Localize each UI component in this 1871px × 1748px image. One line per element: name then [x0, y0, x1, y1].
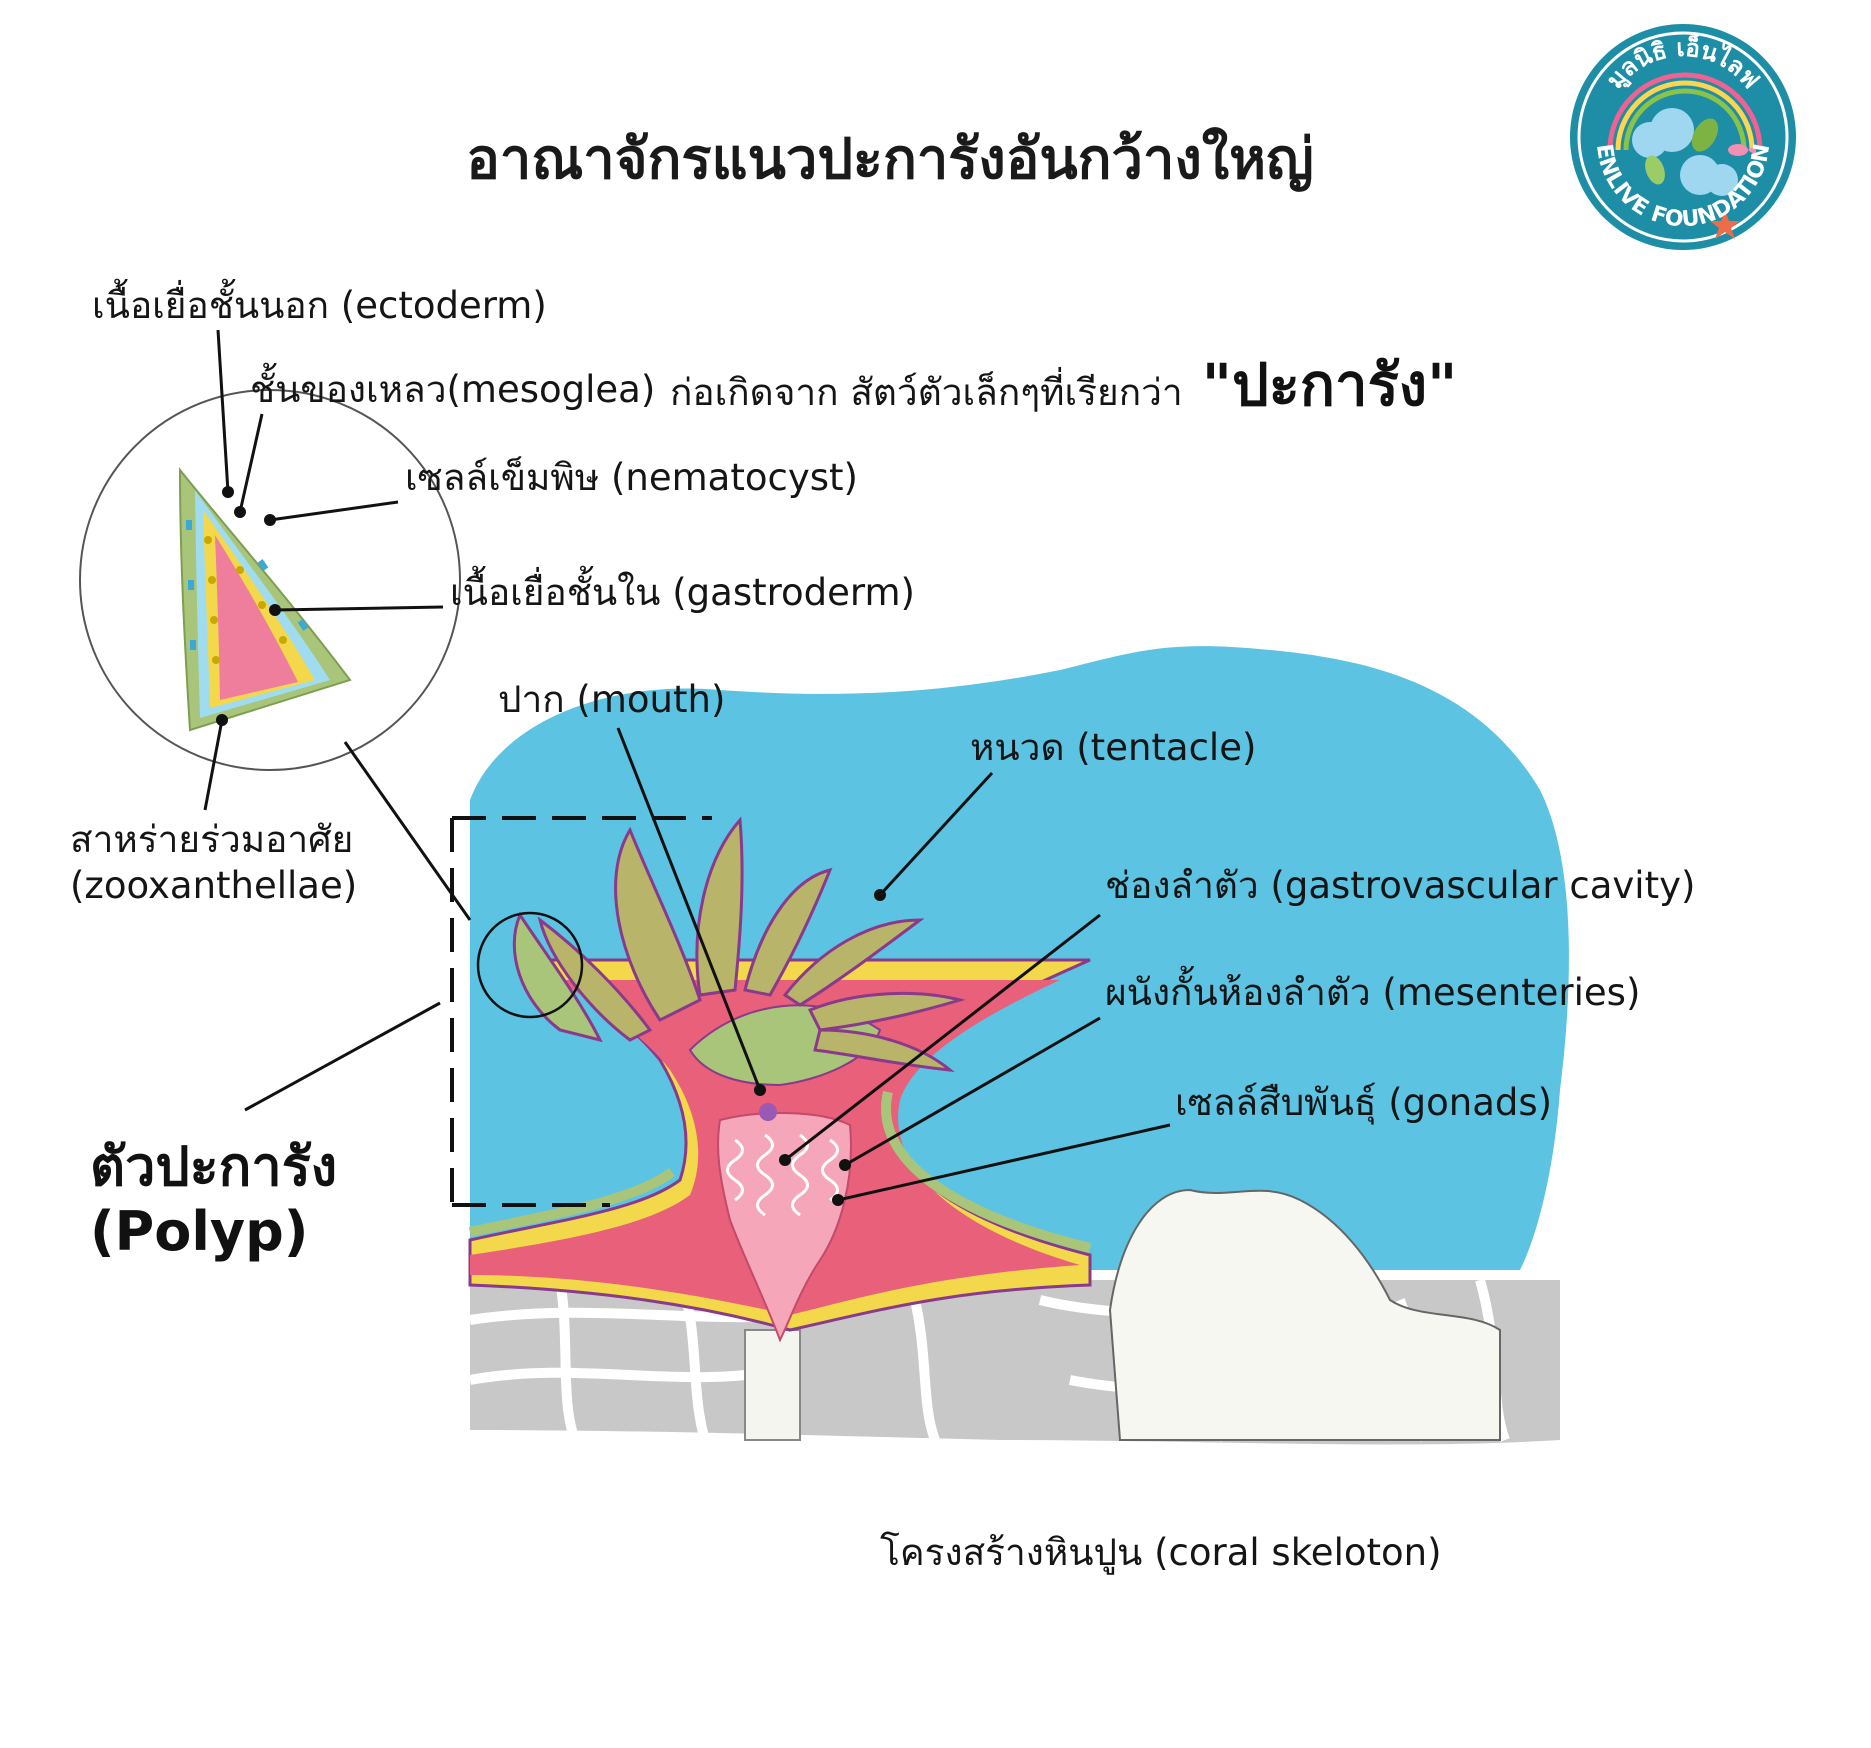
coral-skeleton: [469, 1188, 1560, 1445]
leader-nematocyst: [269, 500, 399, 522]
leader-mouth: [616, 727, 762, 1091]
dot-ectoderm: [222, 486, 234, 498]
leader-mesenteries: [844, 1016, 1101, 1167]
label-zooxanthellae-th: สาหร่ายร่วมอาศัย: [70, 818, 353, 861]
tissue-zoom-detail: [79, 389, 461, 771]
subtitle-lead: ก่อเกิดจาก สัตว์ตัวเล็กๆที่เรียกว่า: [670, 366, 1183, 414]
polyp-dashed-frame: [450, 816, 712, 1207]
leader-gastroderm: [274, 605, 444, 612]
dot-mouth: [754, 1084, 766, 1096]
label-mouth: ปาก (mouth): [498, 678, 725, 721]
logo-leaf-icon: [1645, 118, 1719, 185]
magnify-circle: [476, 911, 584, 1019]
dot-mesenteries: [839, 1159, 851, 1171]
label-tentacle: หนวด (tentacle): [970, 726, 1256, 769]
leader-zooxanthellae: [203, 719, 224, 811]
dot-mesoglea: [234, 506, 246, 518]
subtitle: ก่อเกิดจาก สัตว์ตัวเล็กๆที่เรียกว่า "ปะก…: [670, 351, 1457, 419]
label-mesoglea: ชั้นของเหลว(mesoglea): [250, 362, 655, 411]
tentacles: [512, 816, 966, 1072]
leader-gonads: [837, 1123, 1171, 1202]
coral-polyp: [468, 816, 1092, 1343]
label-polyp-en: (Polyp): [90, 1200, 308, 1263]
dot-gonads: [832, 1194, 844, 1206]
leader-polyp: [244, 1001, 441, 1112]
leader-ectoderm: [216, 329, 230, 493]
label-coral-skeleton: โครงสร้างหินปูน (coral skeloton): [880, 1531, 1442, 1575]
label-mesenteries: ผนังกั้นห้องลำตัว (mesenteries): [1105, 965, 1640, 1014]
dot-nematocyst: [264, 514, 276, 526]
dot-zooxanthellae: [216, 714, 228, 726]
dot-tentacle: [874, 889, 886, 901]
leader-cavity: [784, 913, 1101, 1162]
label-ectoderm: เนื้อเยื่อชั้นนอก (ectoderm): [92, 278, 547, 327]
logo-starfish-icon: [1710, 210, 1740, 239]
label-zooxanthellae-en: (zooxanthellae): [70, 864, 357, 907]
label-gastroderm: เนื้อเยื่อชั้นใน (gastroderm): [450, 565, 915, 614]
mouth-opening: [759, 1103, 777, 1121]
logo-fish-icon: [1728, 144, 1756, 156]
gastrovascular-cavity: [717, 1112, 852, 1343]
logo-rainbow-icon: [1607, 72, 1763, 151]
logo-cloud-icon: [1632, 108, 1738, 196]
leader-tentacle: [878, 771, 994, 897]
label-nematocyst: เซลล์เข็มพิษ (nematocyst): [405, 454, 858, 499]
nematocyst-cells: [186, 520, 309, 650]
dot-cavity: [779, 1154, 791, 1166]
enlive-foundation-logo: มูลนิธิ เอ็นไลฟ ENLIVE FOUNDATION: [1570, 24, 1796, 250]
zooxanthellae-dots: [204, 536, 287, 664]
subtitle-emphasis: "ปะการัง": [1202, 351, 1458, 419]
zoom-connector-line: [343, 741, 472, 921]
label-polyp-th: ตัวปะการัง: [90, 1135, 337, 1198]
mesentery-folds: [726, 1133, 839, 1217]
label-gastrovascular-cavity: ช่องลำตัว (gastrovascular cavity): [1105, 864, 1695, 907]
label-gonads: เซลล์สืบพันธุ์ (gonads): [1175, 1081, 1552, 1125]
leader-mesoglea: [238, 413, 264, 513]
dot-gastroderm: [269, 604, 281, 616]
page-title: อาณาจักรแนวปะการังอันกว้างใหญ่: [466, 126, 1314, 192]
